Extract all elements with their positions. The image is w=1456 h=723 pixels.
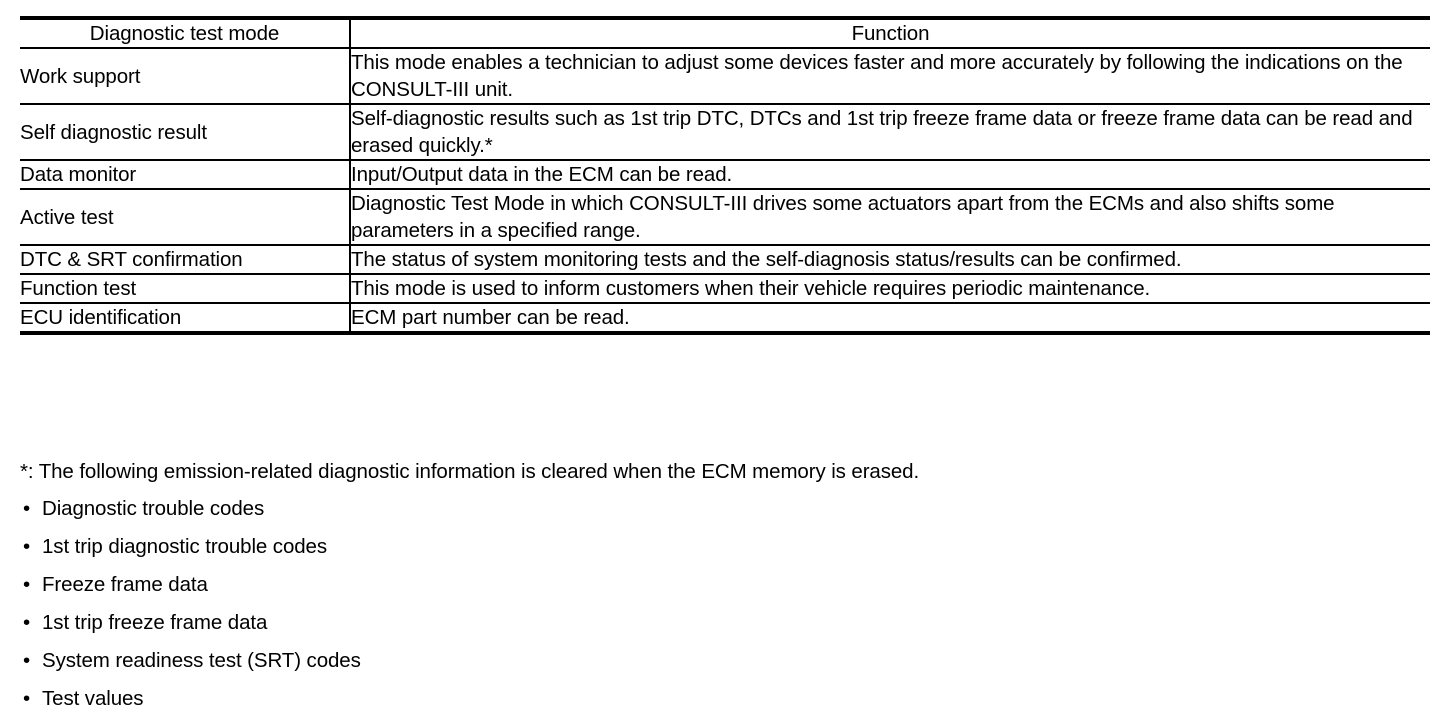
list-item-label: 1st trip freeze frame data bbox=[42, 611, 268, 634]
list-item: • Diagnostic trouble codes bbox=[20, 495, 1430, 522]
cell-diagnostic-test-mode: Work support bbox=[20, 48, 351, 105]
table-header-row: Diagnostic test mode Function bbox=[20, 16, 1430, 49]
bullet-icon: • bbox=[23, 535, 31, 558]
table-row: Work support This mode enables a technic… bbox=[20, 48, 1430, 105]
table-header: Diagnostic test mode Function bbox=[20, 16, 1430, 49]
cell-diagnostic-test-mode: ECU identification bbox=[20, 303, 351, 335]
column-header-diagnostic-test-mode: Diagnostic test mode bbox=[20, 16, 351, 49]
table-row: DTC & SRT confirmation The status of sys… bbox=[20, 245, 1430, 275]
column-header-function: Function bbox=[350, 16, 1430, 49]
list-item-label: Freeze frame data bbox=[42, 573, 208, 596]
table-row: Data monitor Input/Output data in the EC… bbox=[20, 160, 1430, 190]
bullet-icon: • bbox=[23, 573, 31, 596]
document-page: Diagnostic test mode Function Work suppo… bbox=[20, 16, 1430, 710]
cell-function: The status of system monitoring tests an… bbox=[350, 245, 1430, 275]
footnote-list: • Diagnostic trouble codes • 1st trip di… bbox=[20, 495, 1430, 712]
cell-diagnostic-test-mode: Active test bbox=[20, 189, 351, 246]
list-item: • 1st trip diagnostic trouble codes bbox=[20, 533, 1430, 560]
list-item: • Freeze frame data bbox=[20, 571, 1430, 598]
footnote-block: *: The following emission-related diagno… bbox=[20, 458, 1430, 723]
cell-function: Diagnostic Test Mode in which CONSULT-II… bbox=[350, 189, 1430, 246]
table-row: ECU identification ECM part number can b… bbox=[20, 303, 1430, 335]
list-item-label: System readiness test (SRT) codes bbox=[42, 649, 361, 672]
cell-function: Input/Output data in the ECM can be read… bbox=[350, 160, 1430, 190]
diagnostic-test-mode-table: Diagnostic test mode Function Work suppo… bbox=[20, 16, 1430, 335]
list-item: • System readiness test (SRT) codes bbox=[20, 647, 1430, 674]
list-item-label: 1st trip diagnostic trouble codes bbox=[42, 535, 328, 558]
footnote-text: *: The following emission-related diagno… bbox=[20, 460, 920, 483]
table-row: Function test This mode is used to infor… bbox=[20, 274, 1430, 304]
bullet-icon: • bbox=[23, 649, 31, 672]
cell-diagnostic-test-mode: Data monitor bbox=[20, 160, 351, 190]
cell-function: Self-diagnostic results such as 1st trip… bbox=[350, 104, 1430, 161]
cell-function: This mode enables a technician to adjust… bbox=[350, 48, 1430, 105]
list-item-label: Diagnostic trouble codes bbox=[42, 497, 265, 520]
table-body: Work support This mode enables a technic… bbox=[20, 48, 1430, 335]
cell-function: ECM part number can be read. bbox=[350, 303, 1430, 335]
bullet-icon: • bbox=[23, 687, 31, 710]
bullet-icon: • bbox=[23, 611, 31, 634]
cell-diagnostic-test-mode: Self diagnostic result bbox=[20, 104, 351, 161]
table-row: Self diagnostic result Self-diagnostic r… bbox=[20, 104, 1430, 161]
cell-diagnostic-test-mode: Function test bbox=[20, 274, 351, 304]
list-item: • 1st trip freeze frame data bbox=[20, 609, 1430, 636]
cell-diagnostic-test-mode: DTC & SRT confirmation bbox=[20, 245, 351, 275]
list-item-label: Test values bbox=[42, 687, 144, 710]
list-item: • Test values bbox=[20, 685, 1430, 712]
cell-function: This mode is used to inform customers wh… bbox=[350, 274, 1430, 304]
diagnostic-test-mode-table-wrapper: Diagnostic test mode Function Work suppo… bbox=[20, 16, 1430, 335]
bullet-icon: • bbox=[23, 497, 31, 520]
table-row: Active test Diagnostic Test Mode in whic… bbox=[20, 189, 1430, 246]
